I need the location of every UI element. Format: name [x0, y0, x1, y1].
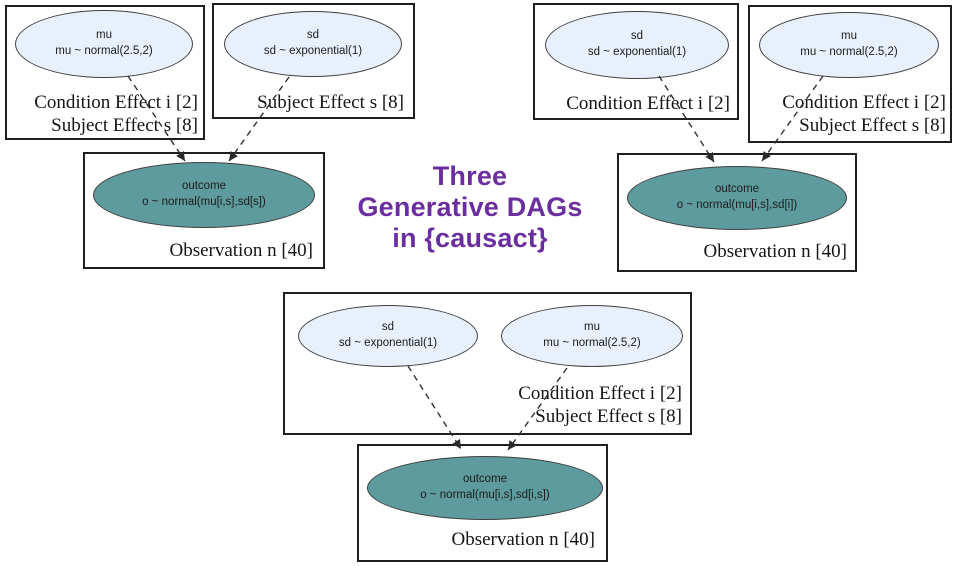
node-mu-dag1: mu mu ~ normal(2.5,2)	[15, 10, 193, 78]
node-formula: o ~ normal(mu[i,s],sd[i,s])	[420, 489, 550, 501]
node-formula: o ~ normal(mu[i,s],sd[i])	[676, 199, 798, 211]
node-outcome-dag3: outcome o ~ normal(mu[i,s],sd[i,s])	[367, 456, 603, 520]
plate-label-line: Condition Effect i [2]	[518, 383, 682, 404]
plate-label-observation-dag3: Observation n [40]	[369, 528, 595, 551]
node-sd-dag1: sd sd ~ exponential(1)	[224, 11, 402, 77]
plate-label-line: Subject Effect s [8]	[535, 406, 682, 427]
plate-label-sd-dag1: Subject Effect s [8]	[220, 91, 404, 114]
plate-label-line: Observation n [40]	[169, 240, 313, 261]
plate-label-line: Observation n [40]	[451, 529, 595, 550]
plate-label-line: Condition Effect i [2]	[782, 92, 946, 113]
plate-observation-dag3	[357, 444, 608, 562]
plate-label-line: Subject Effect s [8]	[799, 115, 946, 136]
node-title: sd	[306, 29, 320, 42]
node-mu-dag3: mu mu ~ normal(2.5,2)	[501, 305, 683, 367]
node-title: mu	[841, 30, 857, 43]
node-title: mu	[584, 321, 600, 334]
node-formula: mu ~ normal(2.5,2)	[55, 45, 153, 57]
plate-label-sd-dag2: Condition Effect i [2]	[540, 92, 730, 115]
node-title: mu	[96, 29, 112, 42]
node-formula: sd ~ exponential(1)	[587, 46, 687, 58]
plate-priors-dag3	[283, 292, 692, 435]
node-sd-dag3: sd sd ~ exponential(1)	[298, 305, 478, 367]
node-outcome-dag2: outcome o ~ normal(mu[i,s],sd[i])	[627, 166, 847, 230]
plate-sd-dag1	[212, 3, 415, 119]
node-formula: o ~ normal(mu[i,s],sd[s])	[142, 196, 266, 208]
plate-label-mu-dag1: Condition Effect i [2] Subject Effect s …	[12, 91, 198, 137]
plate-mu-dag1	[5, 5, 205, 140]
plate-label-line: Condition Effect i [2]	[566, 93, 730, 114]
slide-title-line: Three	[432, 161, 508, 191]
slide-title-line: in {causact}	[392, 223, 548, 253]
slide-title-line: Generative DAGs	[357, 192, 583, 222]
node-title: outcome	[714, 183, 760, 196]
node-title: outcome	[462, 473, 508, 486]
node-formula: mu ~ normal(2.5,2)	[543, 337, 641, 349]
plate-label-observation-dag2: Observation n [40]	[629, 240, 847, 263]
plate-label-line: Observation n [40]	[703, 241, 847, 262]
plate-label-line: Subject Effect s [8]	[51, 115, 198, 136]
node-title: outcome	[181, 180, 227, 193]
plate-label-priors-dag3: Condition Effect i [2] Subject Effect s …	[430, 382, 682, 428]
node-mu-dag2: mu mu ~ normal(2.5,2)	[759, 12, 939, 78]
node-title: sd	[381, 321, 395, 334]
plate-sd-dag2	[533, 3, 739, 120]
plate-label-observation-dag1: Observation n [40]	[95, 239, 313, 262]
plate-mu-dag2	[748, 5, 952, 143]
node-formula: sd ~ exponential(1)	[338, 337, 438, 349]
node-formula: sd ~ exponential(1)	[263, 45, 363, 57]
plate-label-line: Condition Effect i [2]	[34, 92, 198, 113]
node-sd-dag2: sd sd ~ exponential(1)	[545, 11, 729, 79]
plate-label-line: Subject Effect s [8]	[257, 92, 404, 113]
plate-observation-dag2	[617, 153, 857, 272]
node-outcome-dag1: outcome o ~ normal(mu[i,s],sd[s])	[93, 162, 315, 228]
plate-observation-dag1	[83, 152, 325, 269]
slide-title: Three Generative DAGs in {causact}	[330, 161, 610, 254]
node-title: sd	[630, 30, 644, 43]
node-formula: mu ~ normal(2.5,2)	[800, 46, 898, 58]
plate-label-mu-dag2: Condition Effect i [2] Subject Effect s …	[754, 91, 946, 137]
